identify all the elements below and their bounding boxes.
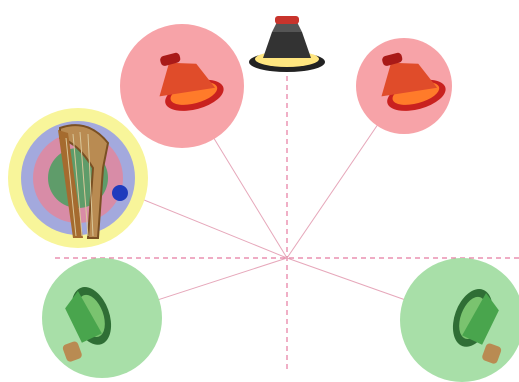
harp-left[interactable] (8, 108, 148, 248)
speaker-rear-left[interactable] (42, 258, 162, 378)
speaker-front-left[interactable] (120, 24, 244, 148)
speaker-rear-right[interactable] (400, 258, 519, 382)
speaker-front-right[interactable] (356, 38, 452, 134)
speaker-top-center[interactable] (249, 16, 325, 72)
speaker-icon (249, 16, 325, 72)
